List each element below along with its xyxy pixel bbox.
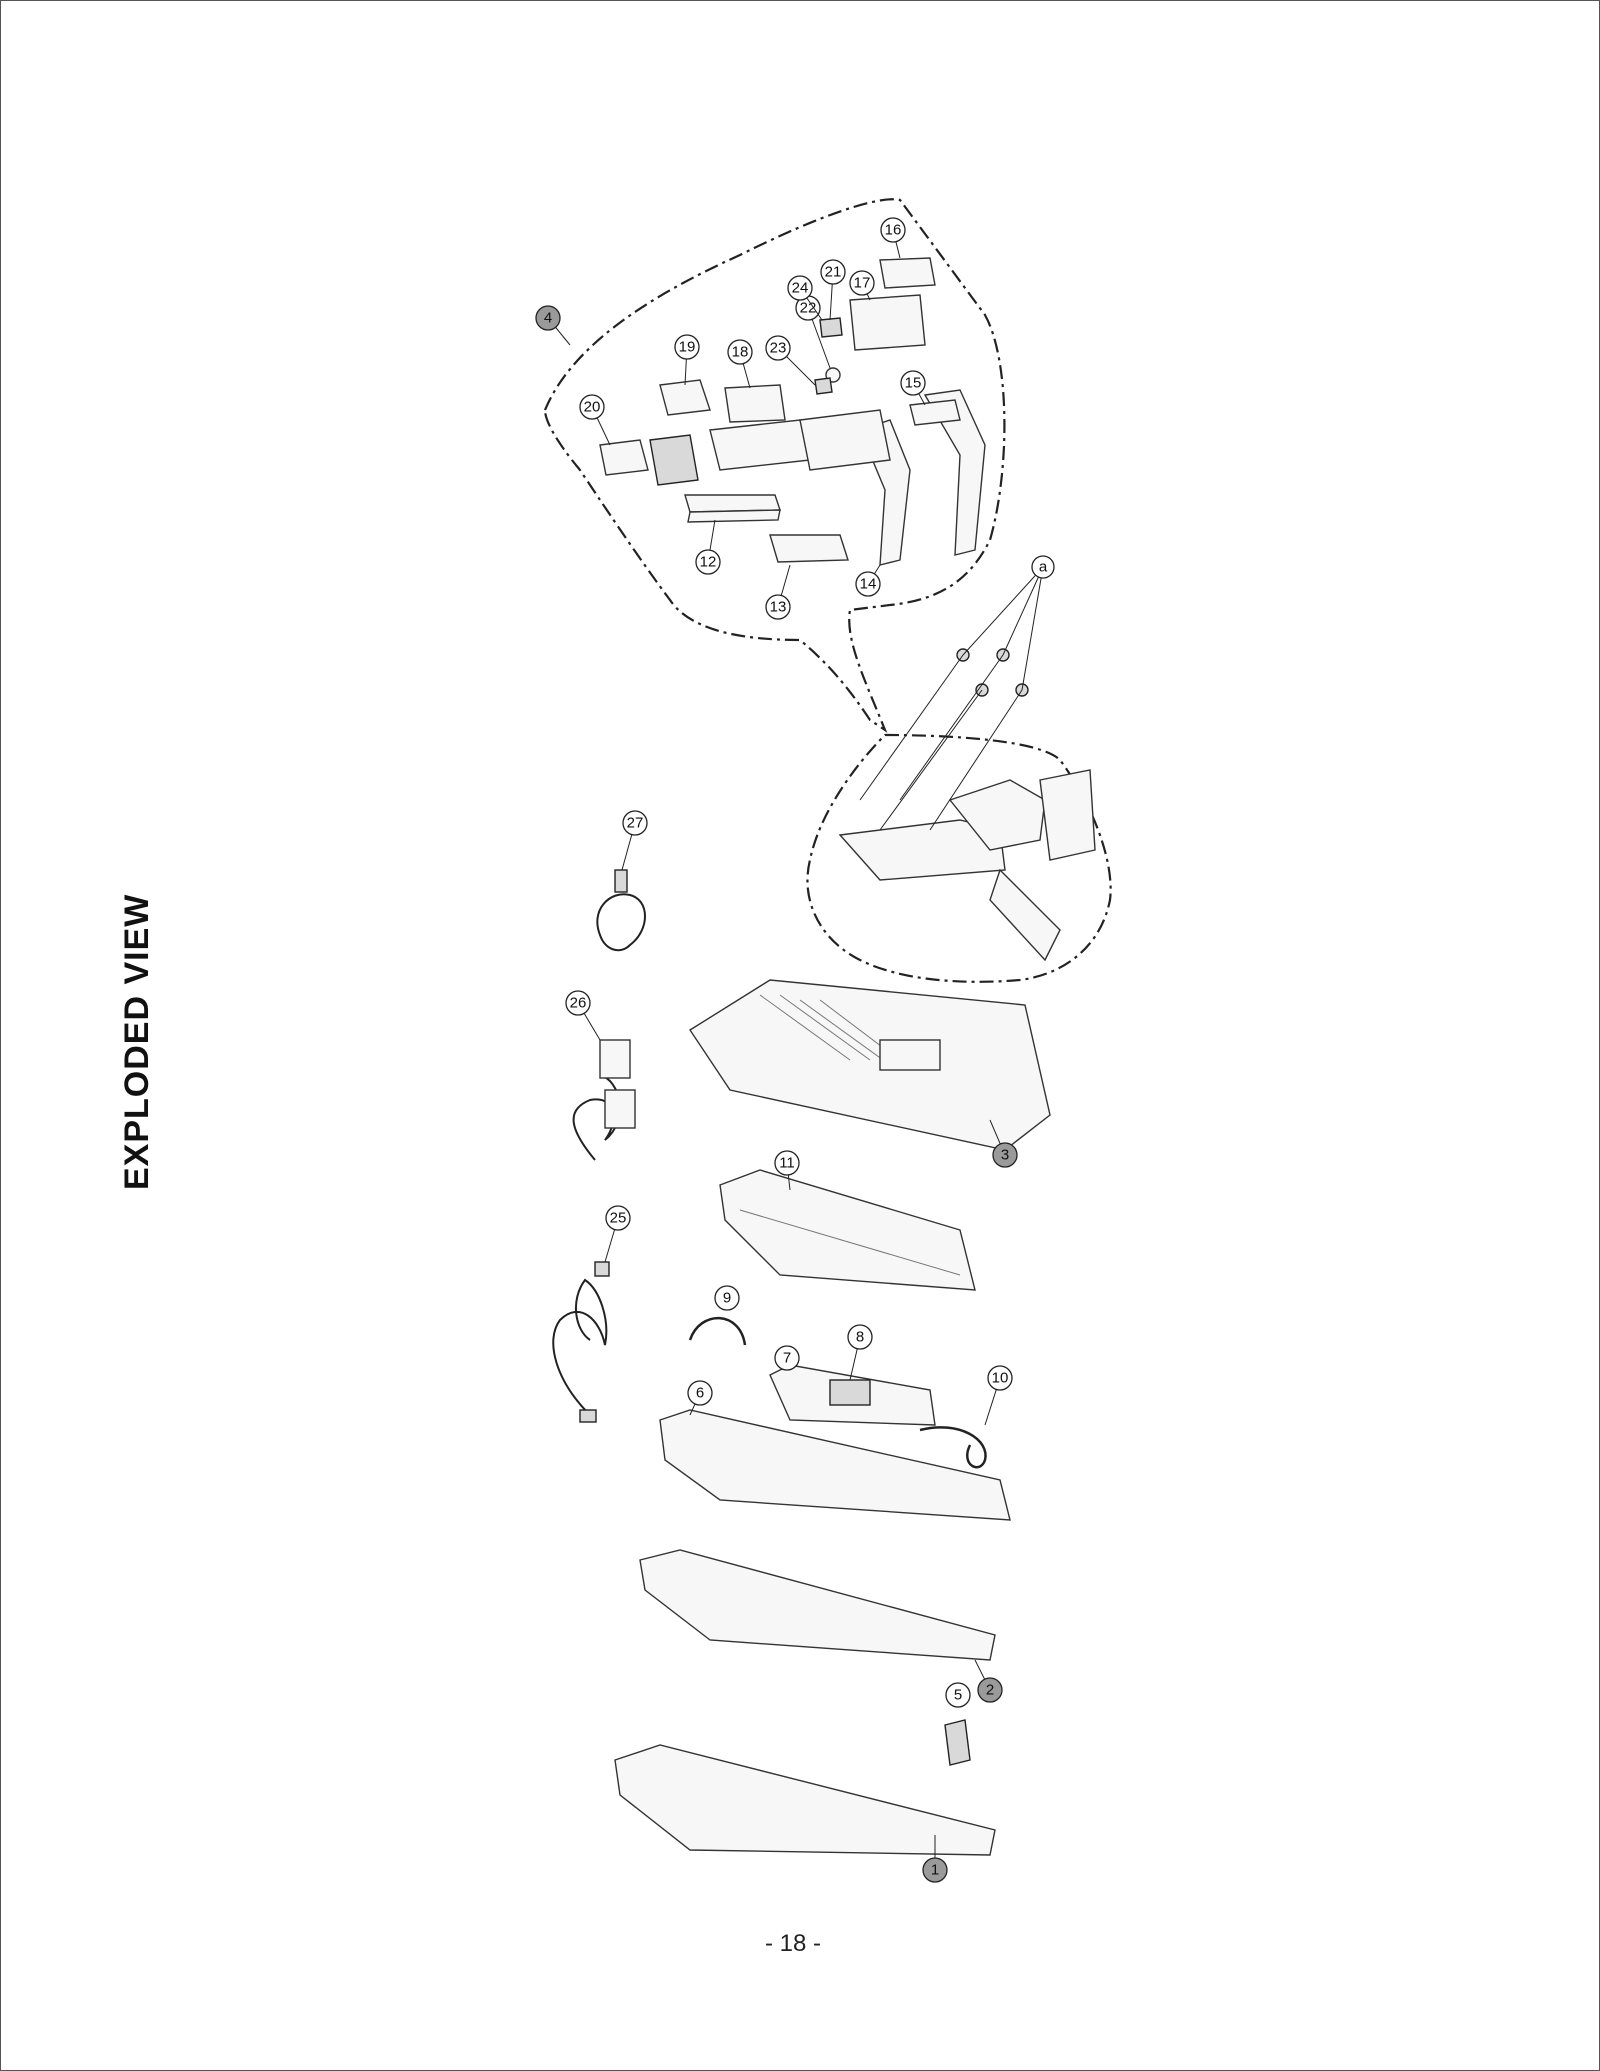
callout-label-8: 8 [856,1329,864,1346]
cables [552,869,646,1423]
callout-label-21: 21 [825,264,842,281]
callout-label-19: 19 [679,339,696,356]
callout-23: 23 [765,335,816,386]
part-11-shield [719,1169,976,1291]
callout-24: 24 [787,275,823,321]
callout-19: 19 [674,334,700,386]
callout-label-22: 22 [800,300,817,317]
callout-label-9: 9 [723,1290,731,1307]
part-25-power-cord [552,1278,608,1416]
callout-label-24: 24 [792,280,809,297]
part-5-key-board [944,1719,971,1766]
stand-detail-outline [543,198,1006,733]
callouts: 1 2 3 4 5 6 7 [535,217,1055,1883]
part-23-spring [814,377,833,395]
part-13-base-cover [769,534,849,563]
part-21-clip [819,317,843,338]
callout-label-18: 18 [732,344,749,361]
callout-14: 14 [855,564,881,597]
callout-label-10: 10 [992,1370,1009,1387]
callout-16: 16 [880,217,906,259]
part-27-audio-cable [596,893,646,952]
part-7-8-main-board [769,1364,936,1426]
callout-label-15: 15 [905,375,922,392]
callout-8: 8 [847,1324,873,1381]
part-15-base-plate [909,399,961,426]
callout-21: 21 [820,259,846,321]
callout-3: 3 [989,1119,1018,1168]
callout-label-6: 6 [696,1385,704,1402]
callout-7: 7 [774,1345,800,1371]
callout-label-12: 12 [700,554,717,571]
callout-label-13: 13 [770,599,787,616]
callout-13: 13 [765,564,791,620]
callout-label-4: 4 [544,310,552,327]
callout-label-1: 1 [931,1862,939,1879]
callout-a: a [1031,555,1055,579]
callout-6: 6 [687,1380,713,1416]
callout-label-17: 17 [854,275,871,292]
callout-label-14: 14 [860,576,877,593]
callout-label-16: 16 [885,222,902,239]
callout-25: 25 [604,1205,631,1263]
callout-label-23: 23 [770,340,787,357]
part-19-bracket [659,379,711,416]
part-18-column [709,419,811,471]
callout-1: 1 [922,1835,948,1883]
callout-12: 12 [695,519,721,575]
callout-27: 27 [621,810,648,871]
part-9-cable [688,1316,747,1346]
callout-label-7: 7 [783,1350,791,1367]
callout-5: 5 [945,1682,971,1708]
callout-17: 17 [849,270,875,301]
callout-26: 26 [565,990,601,1041]
callout-label-11: 11 [779,1155,795,1172]
part-16-plate [879,257,936,289]
callout-label-20: 20 [584,399,601,416]
callout-2: 2 [974,1659,1003,1703]
part-17-housing [849,294,926,351]
part-6-frame [659,1409,1011,1521]
callout-label-25: 25 [610,1210,627,1227]
callout-20: 20 [579,394,611,446]
part-3-back-cover [689,979,1051,1151]
callout-15: 15 [900,370,926,406]
page-number: - 18 - [765,1930,822,1957]
callout-label-a: a [1039,559,1048,576]
callout-label-27: 27 [627,815,644,832]
assembled-stand [838,769,1096,962]
callout-label-3: 3 [1001,1147,1009,1164]
callout-label-5: 5 [954,1687,962,1704]
stand-parts [599,257,986,566]
callout-10: 10 [984,1365,1013,1426]
part-12-column-cover [684,494,781,513]
callout-22: 22 [795,295,831,369]
assembled-stand-outline [806,733,1112,983]
part-pivot-block [799,409,891,471]
callout-4: 4 [535,305,571,346]
part-20-hinge [599,439,649,476]
callout-18: 18 [727,339,753,389]
part-1-front-bezel [614,1744,996,1856]
screws-a [859,566,1044,831]
callout-11: 11 [774,1150,800,1191]
part-2-panel [639,1549,996,1661]
callout-label-26: 26 [570,995,587,1012]
callout-9: 9 [714,1285,740,1311]
callout-label-2: 2 [986,1682,994,1699]
part-10-harness [919,1426,987,1469]
